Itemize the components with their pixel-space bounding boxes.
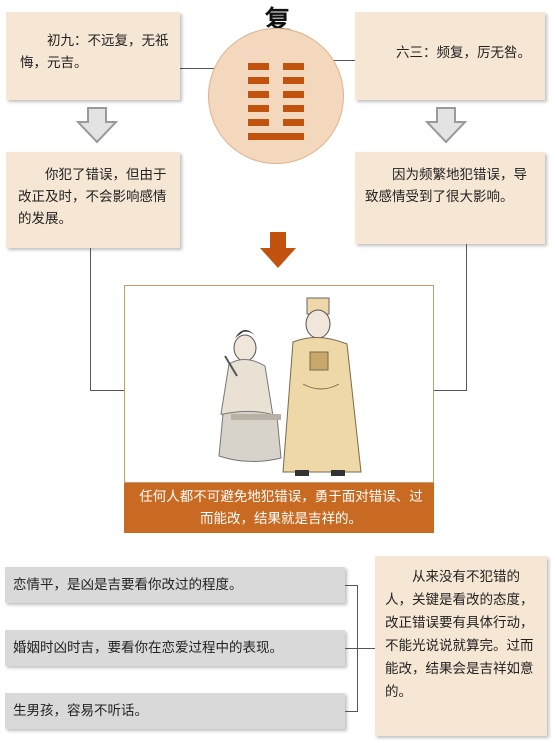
illustration-caption: 任何人都不可避免地犯错误，勇于面对错误、过而能改，结果就是吉祥的。	[124, 483, 434, 533]
line-one-text: 初九：不远复，无祇悔，元吉。	[20, 33, 169, 71]
down-arrow-filled-icon	[260, 232, 296, 268]
summary-text: 从来没有不犯错的人，关键是看改的态度，改正错误要有具体行动，不能光说说就算完。过…	[385, 569, 534, 700]
connector-line	[434, 390, 467, 391]
down-arrow-icon	[76, 107, 118, 144]
line-one-text-box: 初九：不远复，无祇悔，元吉。	[6, 12, 180, 100]
line-three-text-box: 六三：频复，厉无咎。	[355, 12, 545, 100]
line-three-text: 六三：频复，厉无咎。	[396, 45, 531, 61]
hexagram-fu-icon	[248, 63, 304, 140]
connector-line	[90, 390, 124, 391]
bottom-item-love: 恋情平，是凶是吉要看你改过的程度。	[5, 567, 345, 603]
down-arrow-icon	[425, 107, 467, 144]
bottom-item-text: 生男孩，容易不听话。	[13, 703, 148, 719]
connector-line	[315, 60, 355, 61]
bottom-item-children: 生男孩，容易不听话。	[5, 693, 345, 729]
left-interpretation-text: 你犯了错误，但由于改正及时，不会影响感情的发展。	[18, 167, 167, 227]
couple-illustration	[218, 297, 362, 476]
hexagram-medallion	[208, 28, 344, 164]
right-interpretation-box: 因为频繁地犯错误，导致感情受到了很大影响。	[355, 152, 545, 244]
connector-line	[466, 244, 467, 390]
bracket-line	[345, 585, 357, 586]
illustration-frame	[124, 285, 434, 483]
connector-line	[90, 248, 91, 390]
right-interpretation-text: 因为频繁地犯错误，导致感情受到了很大影响。	[365, 167, 527, 205]
bottom-item-text: 恋情平，是凶是吉要看你改过的程度。	[13, 577, 243, 593]
left-interpretation-box: 你犯了错误，但由于改正及时，不会影响感情的发展。	[6, 152, 180, 248]
summary-box: 从来没有不犯错的人，关键是看改的态度，改正错误要有具体行动，不能光说说就算完。过…	[375, 556, 547, 736]
bracket-line	[357, 585, 358, 712]
bottom-item-text: 婚姻时凶时吉，要看你在恋爱过程中的表现。	[13, 640, 283, 656]
bottom-item-marriage: 婚姻时凶时吉，要看你在恋爱过程中的表现。	[5, 630, 345, 666]
connector-line	[180, 68, 240, 69]
bracket-line	[345, 648, 375, 649]
bracket-line	[345, 711, 357, 712]
